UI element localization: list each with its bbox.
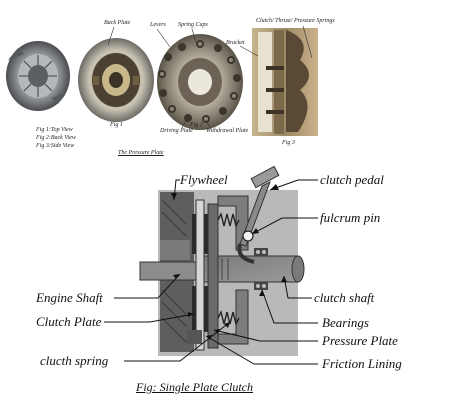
photo-side-view xyxy=(252,28,318,136)
label-levers: Levers xyxy=(150,22,166,28)
photo-top-view xyxy=(6,41,70,111)
label-clutch-spring: clucth spring xyxy=(40,353,109,368)
label-driving-plate: Driving Plate xyxy=(160,128,193,134)
fig1-label: Fig 1 xyxy=(110,122,123,128)
label-clutch-shaft: clutch shaft xyxy=(314,290,375,305)
fig-list-item-2: Fig 2:Back View xyxy=(36,135,76,141)
diagram-arrowheads xyxy=(171,184,287,340)
label-withdrawal-plate: Withdrawal Plate xyxy=(206,128,249,134)
figure-list: Fig 1:Top View Fig 2:Back View Fig 3:Sid… xyxy=(36,126,76,150)
label-clutch-plate: Clutch Plate xyxy=(36,314,102,329)
diagram-leader-lines xyxy=(104,179,318,365)
pressure-plate-caption: The Pressure Plate xyxy=(118,150,164,156)
label-bracket: Bracket xyxy=(226,40,245,46)
label-friction-lining: Friction Lining xyxy=(322,356,402,371)
label-fulcrum-pin: fulcrum pin xyxy=(320,210,381,225)
label-spring-cups: Spring Cups xyxy=(178,22,208,28)
label-clutch-thrust-springs: Clutch/ Thrust/ Pressure Springs xyxy=(256,18,335,24)
label-pressure-plate: Pressure Plate xyxy=(322,333,398,348)
photo-pressure-plate xyxy=(157,34,243,130)
diagram-caption: Fig: Single Plate Clutch xyxy=(136,380,253,394)
label-flywheel: Flywheel xyxy=(180,172,228,187)
label-engine-shaft: Engine Shaft xyxy=(36,290,103,305)
fig-list-item-1: Fig 1:Top View xyxy=(36,127,73,133)
fig2-label: Fig 2 xyxy=(190,122,203,128)
fig-list-item-3: Fig 3:Side View xyxy=(36,143,75,149)
fig3-label: Fig 3 xyxy=(282,140,295,146)
label-clutch-pedal: clutch pedal xyxy=(320,172,384,187)
label-back-plate: Back Plate xyxy=(104,20,131,26)
photo-leader-lines xyxy=(107,25,313,129)
single-plate-clutch-diagram xyxy=(139,165,305,356)
label-bearings: Bearings xyxy=(322,315,369,330)
photo-back-view xyxy=(78,38,154,122)
